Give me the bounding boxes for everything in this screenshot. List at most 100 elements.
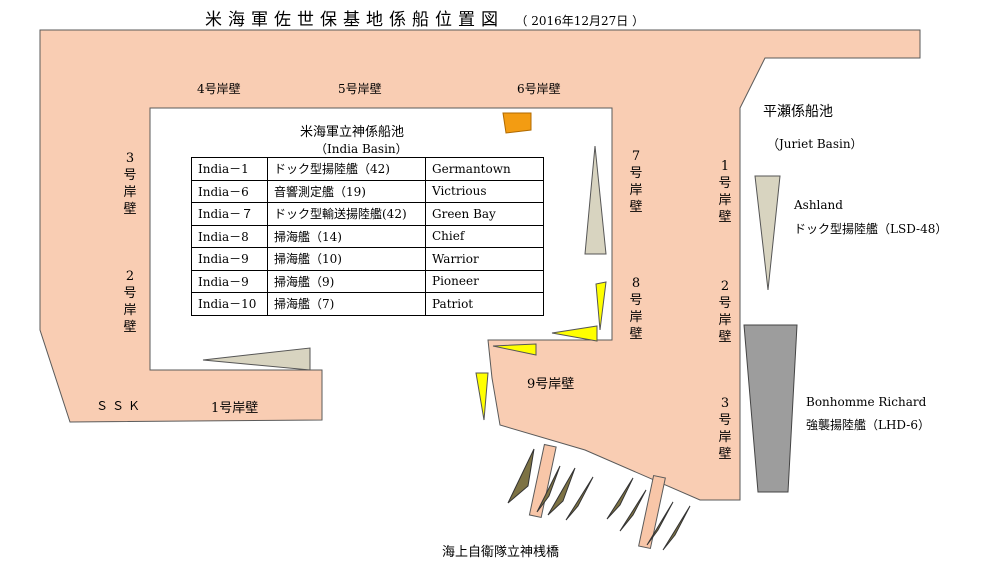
ship-berth: India－8	[191, 224, 268, 248]
pier-right	[638, 474, 666, 550]
quay-char: 号	[629, 293, 643, 308]
quay-char: 2	[125, 269, 135, 284]
quay-char: 壁	[629, 327, 643, 342]
quay-char: 号	[718, 176, 732, 191]
basin-name: 米海軍立神係船池	[300, 125, 405, 140]
quay-char: 2	[720, 279, 730, 294]
quay-char: 号	[629, 166, 643, 181]
jmsdf-ship	[565, 476, 594, 521]
ship-yellow-1	[595, 281, 607, 331]
quay-char: 号	[718, 296, 732, 311]
quay-3-left: 3 号岸壁	[122, 150, 138, 218]
land-main	[39, 29, 921, 501]
ship-type: 掃海艦（9)	[267, 269, 426, 293]
ship-type: 掃海艦（7)	[267, 292, 426, 316]
ship-bonhomme-richard	[743, 324, 798, 493]
ship-name: Warrior	[425, 247, 544, 271]
ship-name: Victrious	[425, 179, 544, 203]
title-date: （ 2016年12月27日 ）	[515, 14, 645, 28]
ship-beige-basin	[584, 145, 607, 255]
basin-name-en: （India Basin）	[315, 142, 408, 156]
quay-1-right: 1 号岸壁	[717, 158, 733, 226]
ship-berth: India－７	[191, 202, 268, 226]
ship-type: 掃海艦（10)	[267, 247, 426, 271]
quay-char: 岸	[718, 430, 732, 445]
ship-yellow-4	[475, 372, 489, 421]
quay-char: 7	[631, 149, 641, 164]
quay-char: 岸	[629, 310, 643, 325]
jmsdf-ship	[547, 467, 576, 516]
jmsdf-ship	[606, 477, 634, 520]
quay-char: 3	[125, 151, 135, 166]
quay-char: 岸	[123, 185, 137, 200]
quay-char: 8	[631, 276, 641, 291]
quay-char: 号	[718, 413, 732, 428]
quay-char: 岸	[718, 313, 732, 328]
jmsdf-ship	[646, 501, 674, 546]
map-title: 米海軍佐世保基地係船位置図 （ 2016年12月27日 ）	[205, 5, 644, 30]
quay-2-right: 2 号岸壁	[717, 278, 733, 346]
ashland-name: Ashland	[794, 198, 843, 212]
jmsdf-ship	[507, 448, 535, 504]
ship-name: Germantown	[425, 157, 544, 181]
ship-orange	[502, 112, 532, 134]
ship-yellow-3	[492, 343, 537, 356]
ship-type: ドック型輸送揚陸艦(42)	[267, 202, 426, 226]
jmsdf-ship	[619, 489, 647, 532]
quay-6: 6号岸壁	[517, 82, 561, 96]
quay-4: 4号岸壁	[197, 82, 241, 96]
quay-1-bottom: 1号岸壁	[211, 401, 259, 416]
ship-type: 音響測定艦（19)	[267, 179, 426, 203]
quay-char: 壁	[123, 320, 137, 335]
quay-char: 岸	[718, 193, 732, 208]
jmsdf-ship	[662, 505, 691, 551]
ship-berth: India－1	[191, 157, 268, 181]
ship-berth: India－10	[191, 292, 268, 316]
quay-char: 1	[720, 159, 730, 174]
ship-berth: India－9	[191, 247, 268, 271]
quay-char: 号	[123, 286, 137, 301]
ship-type: ドック型揚陸艦（42)	[267, 157, 426, 181]
quay-char: 岸	[629, 183, 643, 198]
quay-char: 壁	[629, 200, 643, 215]
quay-char: 岸	[123, 303, 137, 318]
bonhomme-name: Bonhomme Richard	[806, 395, 927, 409]
jmsdf-ship	[536, 465, 561, 513]
title-text: 米海軍佐世保基地係船位置図	[205, 10, 504, 30]
quay-3-right: 3 号岸壁	[717, 395, 733, 463]
ship-name: Green Bay	[425, 202, 544, 226]
ship-berth: India－6	[191, 179, 268, 203]
quay-2-left: 2 号岸壁	[122, 268, 138, 336]
ashland-type: ドック型揚陸艦（LSD-48）	[794, 222, 948, 236]
ship-type: 掃海艦（14)	[267, 224, 426, 248]
pier-left	[528, 443, 557, 519]
quay-char: 号	[123, 168, 137, 183]
ssk-label: ＳＳＫ	[96, 399, 145, 413]
ship-ashland	[754, 175, 781, 291]
juliet-basin-name: 平瀬係船池	[763, 104, 833, 120]
ship-berth: India－9	[191, 269, 268, 293]
quay-8: 8 号岸壁	[628, 275, 644, 343]
quay-char: 壁	[718, 210, 732, 225]
ship-yellow-2	[551, 325, 598, 342]
jmsdf-pier-label: 海上自衛隊立神桟橋	[442, 545, 560, 560]
quay-7: 7 号岸壁	[628, 148, 644, 216]
quay-char: 3	[720, 396, 730, 411]
quay-char: 壁	[718, 330, 732, 345]
quay-char: 壁	[123, 202, 137, 217]
quay-char: 壁	[718, 447, 732, 462]
juliet-basin-name-en: （Juriet Basin）	[767, 137, 863, 151]
ship-name: Patriot	[425, 292, 544, 316]
quay-9: 9号岸壁	[527, 377, 575, 392]
ship-grey-left	[202, 347, 311, 371]
